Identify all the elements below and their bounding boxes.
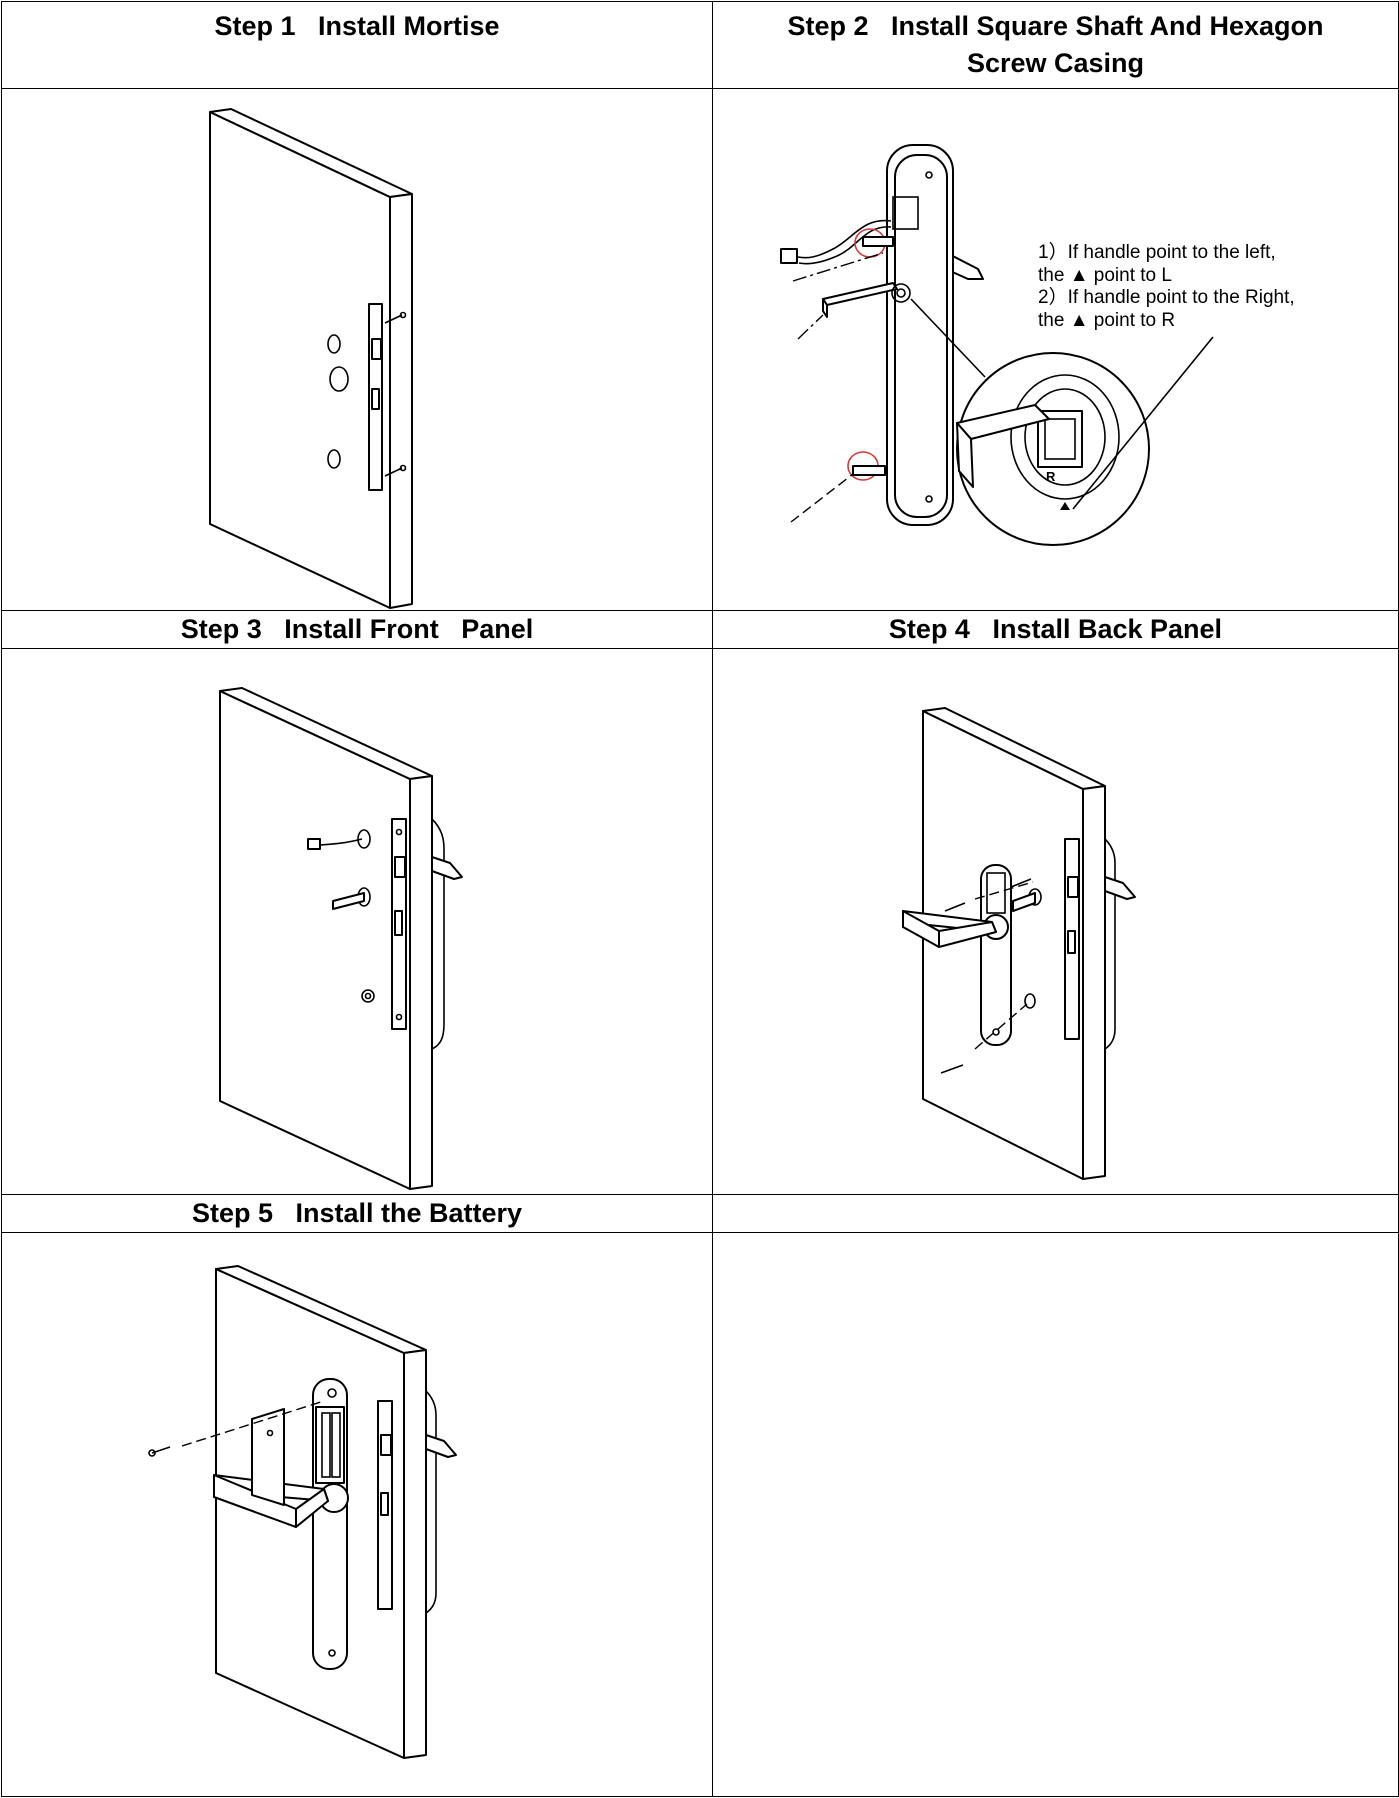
- step1-title: Step 1 Install Mortise: [214, 11, 500, 41]
- note-line2: the ▲ point to L: [1038, 265, 1172, 286]
- step3-title: Step 3 Install Front Panel: [180, 614, 534, 644]
- empty-image-cell: [712, 1232, 1399, 1797]
- step5-title: Step 5 Install the Battery: [191, 1198, 523, 1228]
- step1-image-cell: [1, 88, 713, 611]
- step2-title: Step 2 Install Square Shaft And Hexagon …: [787, 11, 1324, 78]
- panel-shaft-detail-icon: R 1）If handle point to the left, the ▲ p…: [780, 144, 1295, 546]
- step3-image-cell: [1, 648, 713, 1195]
- step4-image-cell: [712, 648, 1399, 1195]
- note-line3: 2）If handle point to the Right,: [1038, 286, 1295, 308]
- step4-header: Step 4 Install Back Panel: [712, 610, 1399, 649]
- detail-r-label: R: [1046, 469, 1056, 484]
- door-front-panel-icon: [219, 687, 463, 1190]
- triangle-marker-icon: [1060, 502, 1070, 510]
- step2-header: Step 2 Install Square Shaft And Hexagon …: [712, 1, 1399, 89]
- door-with-mortise-icon: [209, 108, 413, 609]
- step2-image-cell: R 1）If handle point to the left, the ▲ p…: [712, 88, 1399, 611]
- step1-header: Step 1 Install Mortise: [1, 1, 713, 89]
- step5-header: Step 5 Install the Battery: [1, 1194, 713, 1233]
- step4-title: Step 4 Install Back Panel: [888, 614, 1223, 644]
- step3-header: Step 3 Install Front Panel: [1, 610, 713, 649]
- note-line1: 1）If handle point to the left,: [1038, 241, 1276, 263]
- door-battery-icon: [148, 1265, 457, 1759]
- note-line4: the ▲ point to R: [1038, 310, 1175, 331]
- empty-header: [712, 1194, 1399, 1233]
- door-back-panel-icon: [902, 707, 1136, 1180]
- step5-image-cell: [1, 1232, 713, 1797]
